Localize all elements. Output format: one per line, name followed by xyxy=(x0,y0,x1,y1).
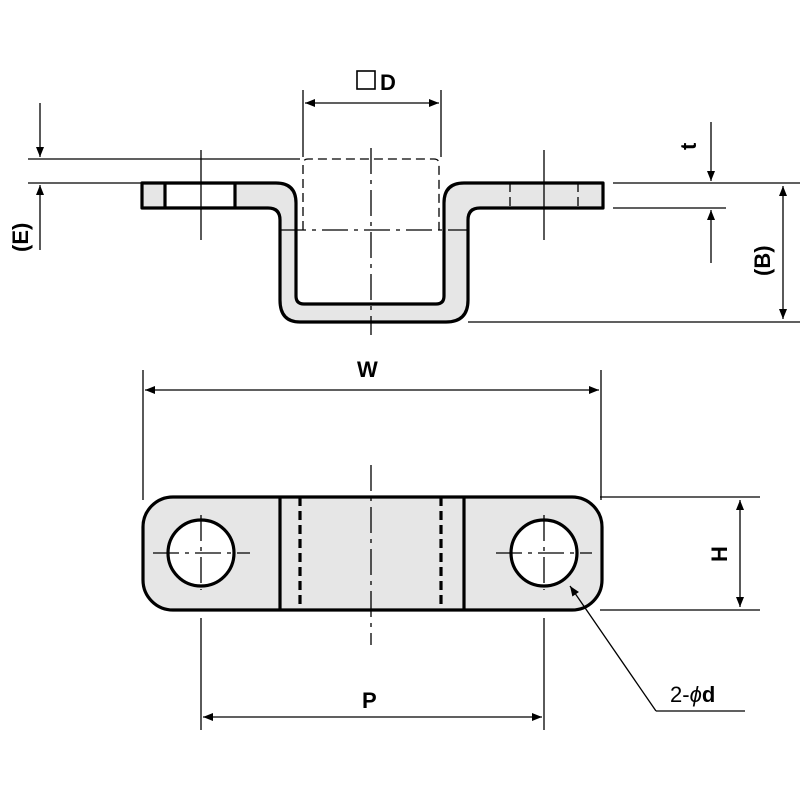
side-left-hole-section xyxy=(165,185,235,206)
dim-d-leader xyxy=(569,585,657,712)
dim-h-label: H xyxy=(707,546,732,562)
side-view: D (E) t (B) xyxy=(8,70,800,335)
hole-diameter-label: d xyxy=(702,682,715,707)
dim-b-label: (B) xyxy=(750,245,775,276)
hole-diameter-callout: 2-ϕd xyxy=(670,682,715,707)
top-view-plate xyxy=(141,495,604,612)
square-icon xyxy=(356,70,376,90)
dim-t-label: t xyxy=(676,142,701,150)
dim-e-label: (E) xyxy=(8,223,33,252)
dim-d-label: D xyxy=(380,70,396,95)
hole-count-prefix: 2- xyxy=(670,682,690,707)
dim-w-label: W xyxy=(357,357,378,382)
diameter-icon: ϕ xyxy=(690,682,702,707)
top-view: W H P 2-ϕd xyxy=(141,357,760,730)
dim-p-label: P xyxy=(362,688,377,713)
